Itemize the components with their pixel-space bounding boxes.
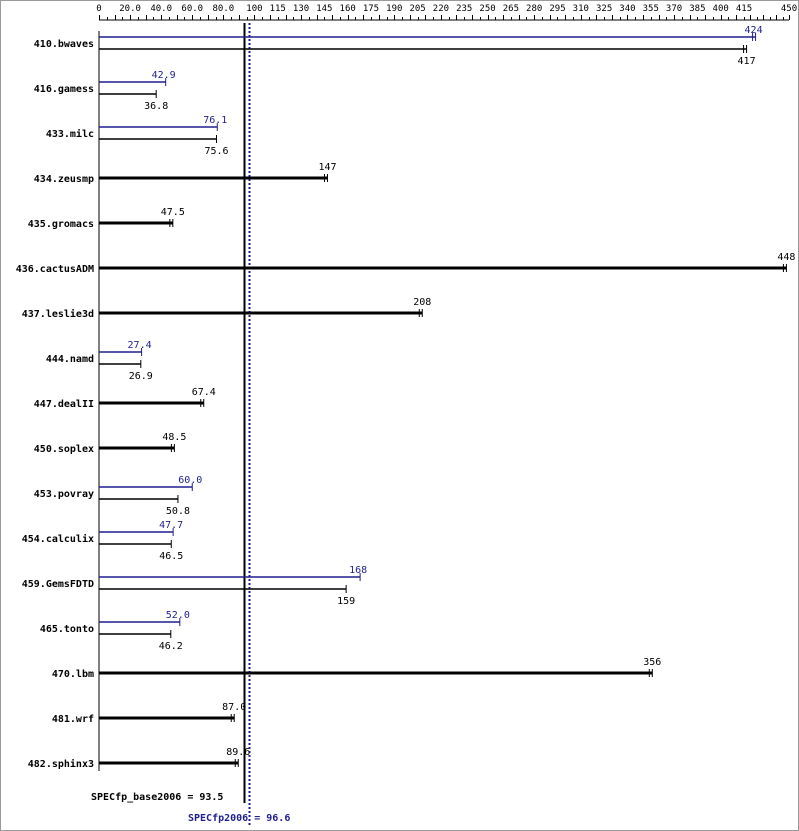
benchmark-label: 416.gamess xyxy=(34,84,94,95)
x-tick-label: 40.0 xyxy=(150,4,172,14)
peak-value-label: 52.0 xyxy=(166,610,190,621)
peak-value-label: 424 xyxy=(745,25,763,36)
summary-base-label: SPECfp_base2006 = 93.5 xyxy=(91,792,223,803)
result-value-label: 448 xyxy=(777,252,795,263)
x-tick-label: 160 xyxy=(340,4,356,14)
x-tick-label: 450 xyxy=(781,4,797,14)
base-value-label: 36.8 xyxy=(144,101,168,112)
benchmark-label: 410.bwaves xyxy=(34,39,94,50)
base-value-label: 46.5 xyxy=(159,551,183,562)
x-tick-label: 385 xyxy=(689,4,705,14)
x-tick-label: 235 xyxy=(456,4,472,14)
benchmark-label: 454.calculix xyxy=(22,533,94,545)
base-value-label: 46.2 xyxy=(159,641,183,652)
peak-value-label: 60.0 xyxy=(178,475,202,486)
x-tick-label: 325 xyxy=(596,4,612,14)
base-value-label: 159 xyxy=(337,596,355,607)
benchmark-label: 450.soplex xyxy=(34,444,94,455)
x-tick-label: 250 xyxy=(479,4,495,14)
result-value-label: 208 xyxy=(413,297,431,308)
labels: 410.bwaves 424 417 416.gamess 42.9 36.8 433.mi… xyxy=(16,25,796,770)
x-tick-label: 295 xyxy=(549,4,565,14)
benchmark-label: 465.tonto xyxy=(40,624,94,635)
peak-value-label: 168 xyxy=(349,565,367,576)
x-tick-label: 265 xyxy=(503,4,519,14)
x-tick-label: 415 xyxy=(736,4,752,14)
x-tick-label: 220 xyxy=(433,4,449,14)
benchmark-label: 459.GemsFDTD xyxy=(22,579,94,590)
peak-value-label: 76.1 xyxy=(203,115,227,126)
benchmark-label: 470.lbm xyxy=(52,669,94,680)
benchmark-label: 481.wrf xyxy=(52,714,94,725)
x-tick-label: 100 xyxy=(246,4,262,14)
base-value-label: 26.9 xyxy=(129,371,153,382)
benchmark-label: 482.sphinx3 xyxy=(28,758,94,770)
summary-peak-label: SPECfp2006 = 96.6 xyxy=(188,813,290,824)
x-tick-label: 130 xyxy=(293,4,309,14)
benchmark-label: 435.gromacs xyxy=(28,219,94,230)
result-value-label: 356 xyxy=(643,657,661,668)
x-tick-label: 190 xyxy=(386,4,402,14)
x-axis: 0 20.0 40.0 60.0 80.0 100 115 130 145 160 175 190 20… xyxy=(96,4,797,771)
peak-value-label: 27.4 xyxy=(128,340,152,351)
result-value-label: 147 xyxy=(318,162,336,173)
result-value-label: 87.0 xyxy=(222,702,246,713)
x-tick-label: 80.0 xyxy=(212,4,234,14)
benchmark-label: 444.namd xyxy=(46,354,94,365)
x-tick-label: 355 xyxy=(643,4,659,14)
base-value-label: 50.8 xyxy=(166,506,190,517)
base-value-label: 417 xyxy=(738,56,756,67)
x-tick-label: 145 xyxy=(316,4,332,14)
x-tick-label: 0 xyxy=(96,4,101,14)
x-tick-label: 175 xyxy=(363,4,379,14)
result-value-label: 67.4 xyxy=(192,387,216,398)
result-value-label: 48.5 xyxy=(162,432,186,443)
benchmark-label: 434.zeusmp xyxy=(34,174,94,185)
benchmark-label: 433.milc xyxy=(46,128,94,140)
x-tick-label: 370 xyxy=(666,4,682,14)
benchmark-label: 437.leslie3d xyxy=(22,308,94,320)
x-tick-label: 340 xyxy=(619,4,635,14)
benchmark-label: 453.povray xyxy=(34,489,94,500)
x-tick-label: 400 xyxy=(713,4,729,14)
x-tick-label: 310 xyxy=(573,4,589,14)
x-tick-label: 60.0 xyxy=(181,4,203,14)
benchmark-label: 447.dealII xyxy=(34,399,94,410)
x-tick-label: 280 xyxy=(526,4,542,14)
x-tick-label: 205 xyxy=(409,4,425,14)
x-tick-label: 20.0 xyxy=(119,4,141,14)
base-value-label: 75.6 xyxy=(204,146,228,157)
summary: SPECfp_base2006 = 93.5 SPECfp2006 = 96.6 xyxy=(91,792,290,824)
peak-value-label: 42.9 xyxy=(152,70,176,81)
bars xyxy=(99,33,787,767)
x-tick-label: 115 xyxy=(270,4,286,14)
peak-value-label: 47.7 xyxy=(159,520,183,531)
benchmark-label: 436.cactusADM xyxy=(16,264,94,275)
result-value-label: 89.6 xyxy=(226,747,250,758)
result-value-label: 47.5 xyxy=(161,207,185,218)
